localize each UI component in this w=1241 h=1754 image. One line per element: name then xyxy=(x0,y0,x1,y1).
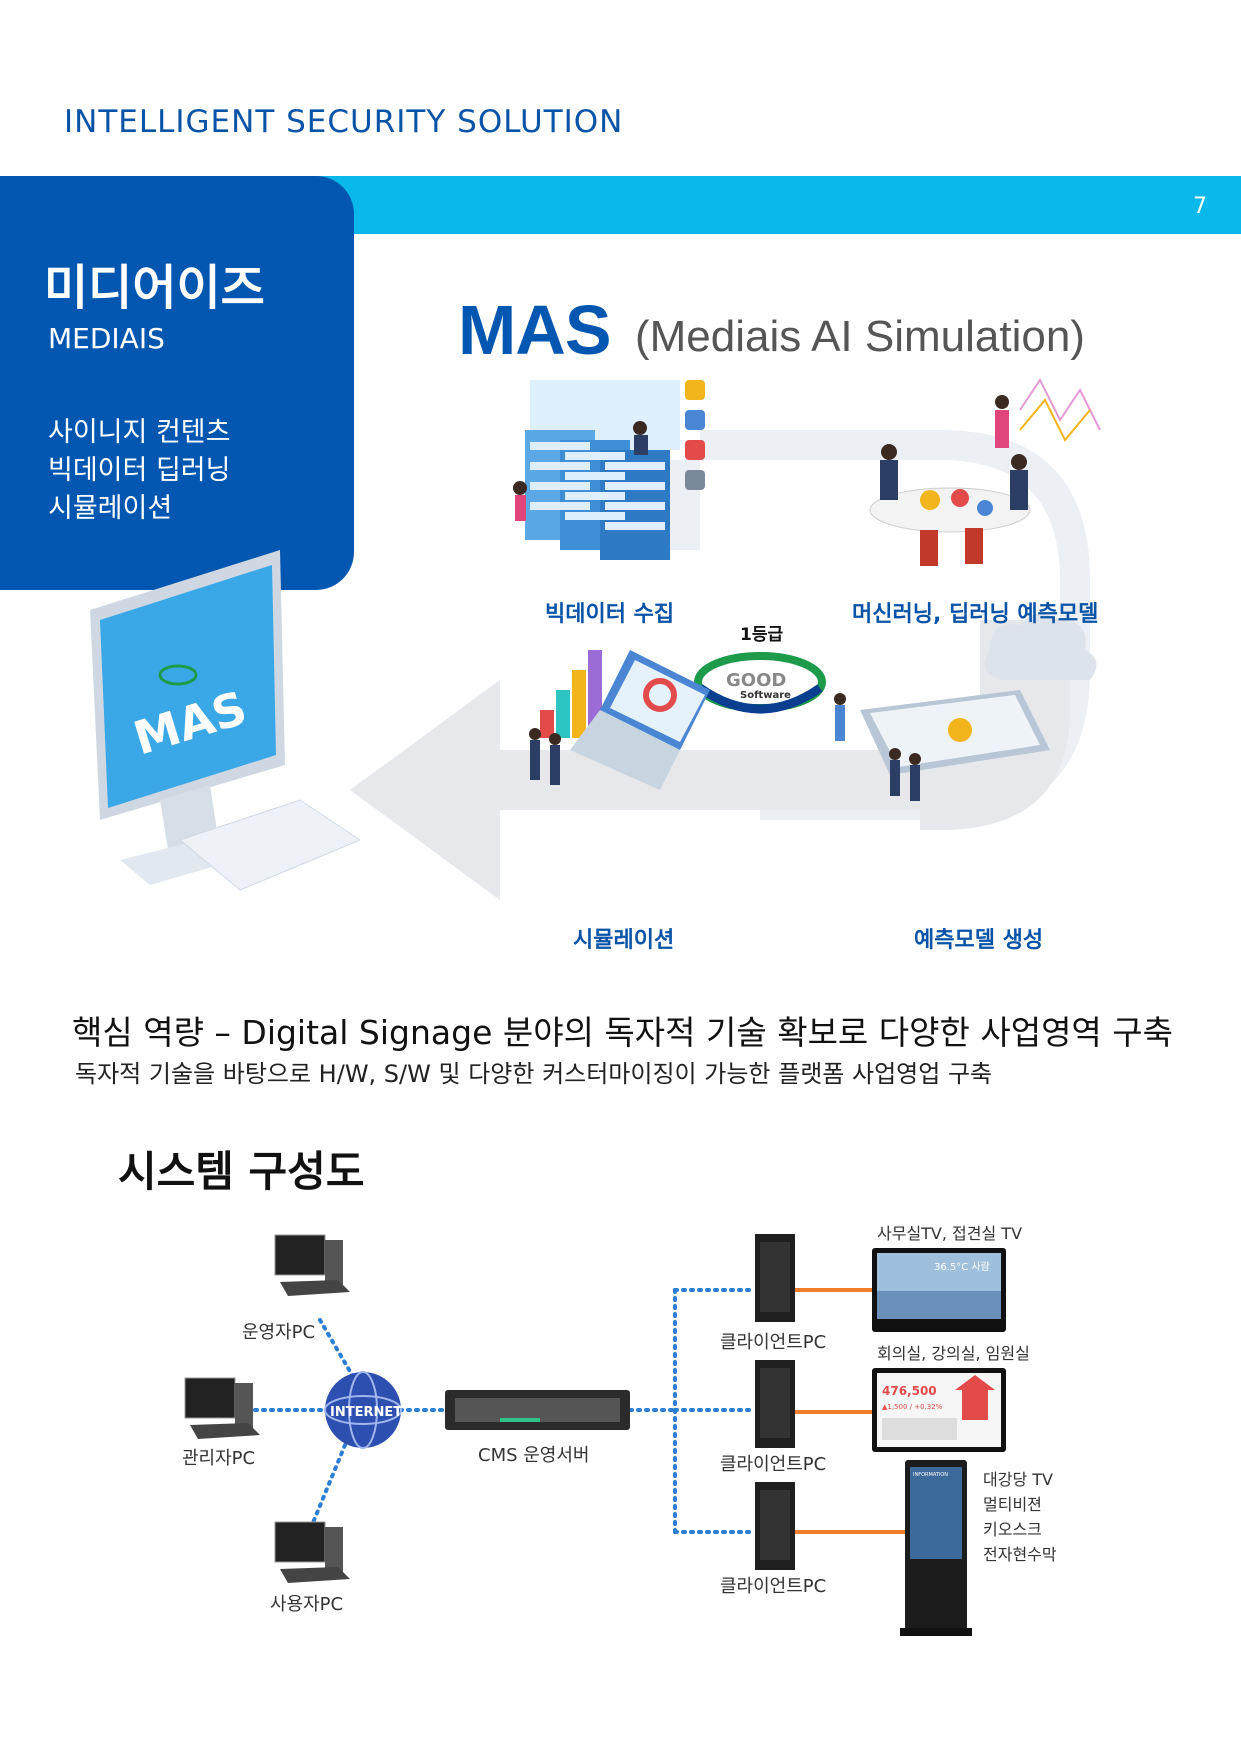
svg-text:Software: Software xyxy=(740,690,791,701)
operator-pc-icon xyxy=(274,1234,350,1296)
internet-label: INTERNET xyxy=(330,1405,402,1420)
client-pc-label-1: 클라이언트PC xyxy=(720,1332,827,1353)
core-competency-title: 핵심 역량 – Digital Signage 분야의 독자적 기술 확보로 다… xyxy=(72,1013,1174,1052)
tablet-cloud-illustration xyxy=(834,613,1097,801)
kiosk-label-hall-tv: 대강당 TV xyxy=(983,1470,1053,1489)
card-line-signage: 사이니지 컨텐츠 xyxy=(48,417,231,448)
tv-news-text: 36.5°C 사람 xyxy=(934,1260,990,1273)
office-tv-label: 사무실TV, 접견실 TV xyxy=(877,1224,1023,1243)
card-line-simulation: 시뮬레이션 xyxy=(48,493,173,524)
laptop-charts-illustration xyxy=(529,650,710,790)
svg-text:GOOD: GOOD xyxy=(726,670,786,691)
kiosk-label-multivision: 멀티비젼 xyxy=(983,1495,1042,1514)
server-racks-icon xyxy=(513,380,680,560)
kiosk-head-text: INFORMATION xyxy=(913,1472,948,1478)
data-icons-column xyxy=(685,380,705,490)
cms-server-icon xyxy=(445,1390,630,1430)
operator-pc-label: 운영자PC xyxy=(242,1322,316,1343)
step-ml-dl-model: 머신러닝, 딥러닝 예측모델 xyxy=(852,602,1099,627)
client-pc-label-2: 클라이언트PC xyxy=(720,1454,827,1475)
company-name-en: MEDIAIS xyxy=(48,322,165,355)
grade-label: 1등급 xyxy=(740,625,784,645)
kiosk-display: INFORMATION xyxy=(900,1460,972,1636)
page-number: 7 xyxy=(1193,194,1207,219)
admin-pc-icon xyxy=(184,1377,260,1439)
stock-change-text: ▲1,500 / +0.32% xyxy=(882,1403,943,1411)
step-simulation: 시뮬레이션 xyxy=(573,928,675,953)
meeting-illustration xyxy=(869,378,1101,566)
mas-subtitle: (Mediais AI Simulation) xyxy=(635,312,1085,361)
client-pc-label-3: 클라이언트PC xyxy=(720,1576,827,1597)
company-name-ko: 미디어이즈 xyxy=(44,260,265,316)
step-bigdata-collect: 빅데이터 수집 xyxy=(545,602,675,627)
card-line-bigdata: 빅데이터 딥러닝 xyxy=(48,455,231,486)
stock-price-text: 476,500 xyxy=(882,1384,937,1398)
client-tower-icon-1 xyxy=(755,1234,795,1322)
client-tower-icon-3 xyxy=(755,1482,795,1570)
meeting-room-display: 476,500 ▲1,500 / +0.32% xyxy=(872,1368,1006,1452)
mas-monitor-illustration: MAS xyxy=(90,550,362,891)
cms-server-label: CMS 운영서버 xyxy=(478,1445,590,1466)
meeting-room-label: 회의실, 강의실, 임원실 xyxy=(877,1344,1030,1363)
network-links xyxy=(253,1288,757,1534)
internet-globe-icon: INTERNET xyxy=(324,1371,402,1449)
display-links xyxy=(795,1288,905,1534)
kiosk-label-e-banner: 전자현수막 xyxy=(983,1545,1057,1564)
admin-pc-label: 관리자PC xyxy=(182,1448,256,1469)
company-card xyxy=(0,176,354,590)
core-competency-subtitle: 독자적 기술을 바탕으로 H/W, S/W 및 다양한 커스터마이징이 가능한 … xyxy=(75,1060,993,1088)
client-tower-icon-2 xyxy=(755,1360,795,1448)
cycle-arrow-left xyxy=(350,680,1020,900)
step-generate-model: 예측모델 생성 xyxy=(914,928,1044,953)
kiosk-label-kiosk: 키오스크 xyxy=(983,1520,1042,1539)
mas-title: MAS xyxy=(458,291,612,369)
header-title: INTELLIGENT SECURITY SOLUTION xyxy=(64,104,624,140)
user-pc-label: 사용자PC xyxy=(270,1594,344,1615)
system-diagram: INTERNET 36.5°C 사람 476,500 ▲1,500 / +0.3… xyxy=(184,1234,1006,1636)
system-diagram-title: 시스템 구성도 xyxy=(118,1147,365,1196)
office-tv-display: 36.5°C 사람 xyxy=(872,1248,1006,1332)
good-software-logo: GOOD Software xyxy=(694,652,826,714)
user-pc-icon xyxy=(274,1521,350,1583)
mas-cycle-illustration: GOOD Software MAS xyxy=(90,378,1101,900)
